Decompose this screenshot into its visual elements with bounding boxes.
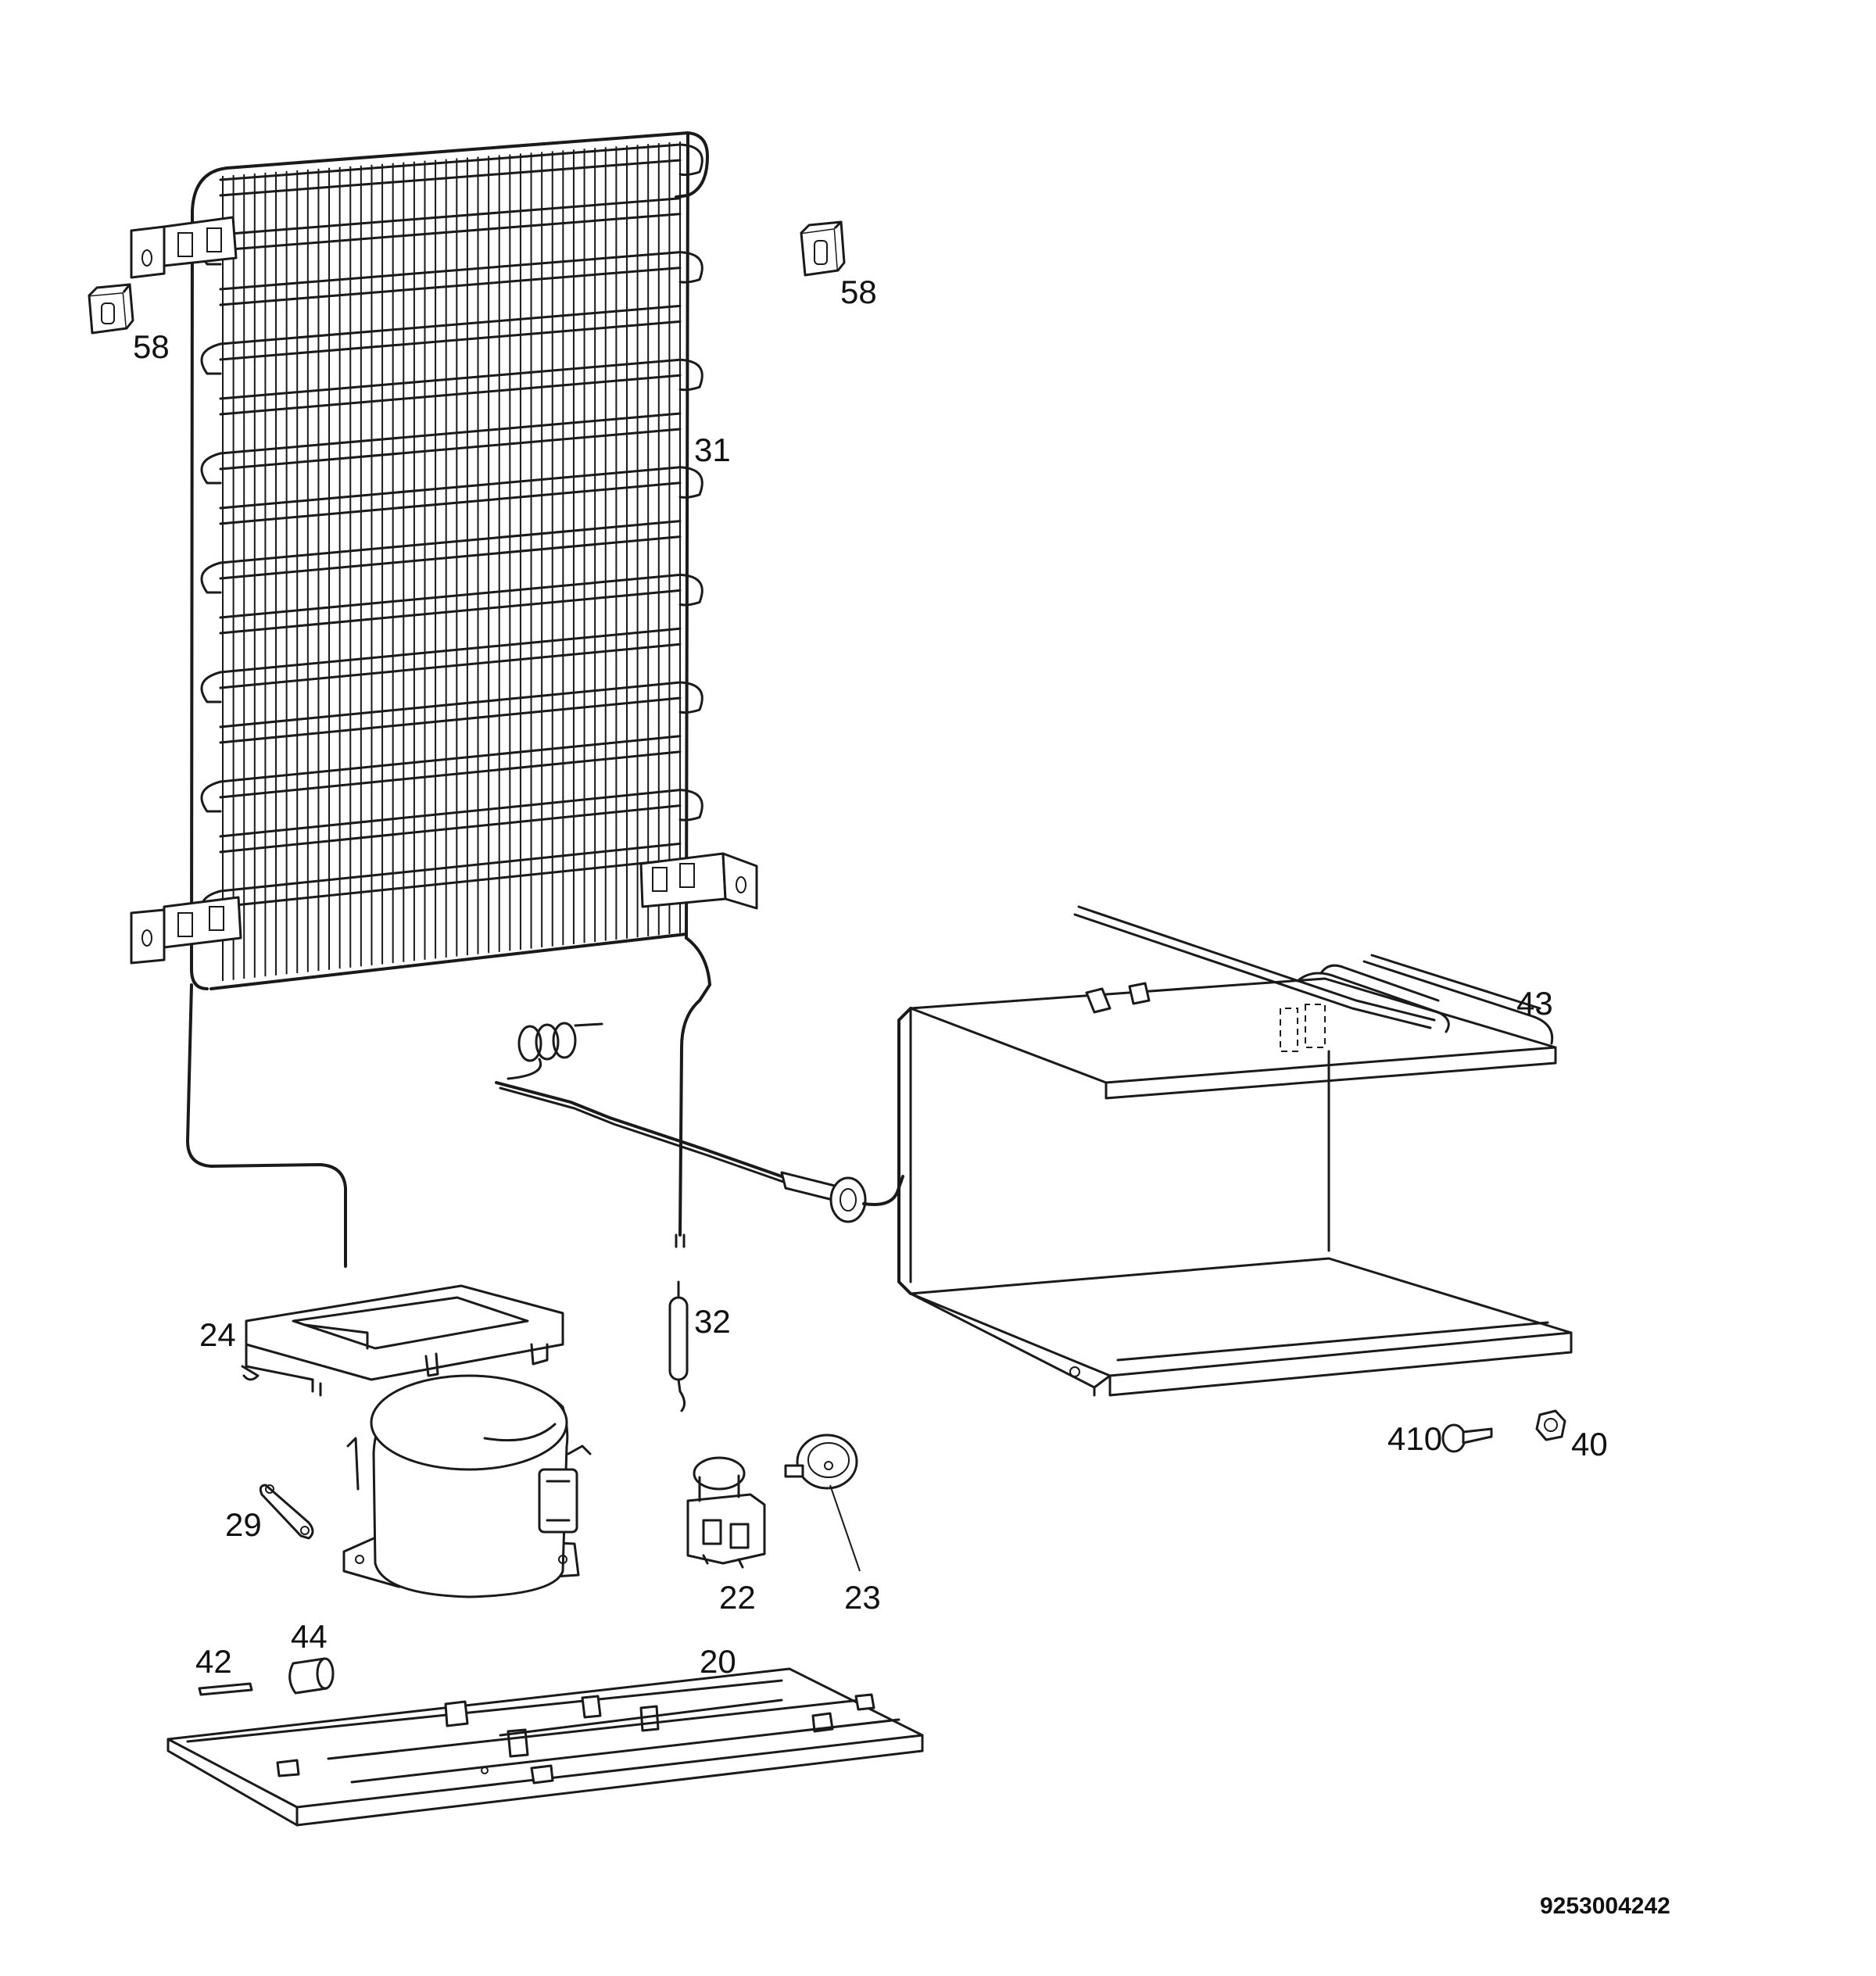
mounting-bracket-bottom-right <box>639 852 758 910</box>
connector-pipe <box>259 1484 314 1540</box>
coil-tube <box>219 428 682 471</box>
compressor-cradle <box>241 1284 564 1397</box>
coil-tube <box>200 735 682 813</box>
coil-tube <box>219 481 682 525</box>
coil-tube <box>219 573 704 619</box>
coil-tube <box>219 143 704 181</box>
grommet-44 <box>288 1657 335 1695</box>
document-code: 9253004242 <box>1540 1893 1670 1919</box>
cabinet-frame <box>897 905 1573 1397</box>
part-label-410: 410 <box>1387 1420 1442 1457</box>
part-label-42: 42 <box>195 1643 232 1680</box>
discharge-pipe <box>186 983 347 1268</box>
part-label-20: 20 <box>700 1643 736 1680</box>
clip-58-right <box>800 220 846 277</box>
nut-40 <box>1535 1409 1566 1441</box>
part-label-44: 44 <box>291 1618 328 1655</box>
clip-58-left <box>88 283 134 335</box>
coil-tube <box>200 842 682 922</box>
filter-drier <box>668 1280 689 1412</box>
pin-42 <box>198 1682 253 1696</box>
coil-tube <box>219 374 682 416</box>
part-label-22: 22 <box>719 1579 756 1616</box>
coil-tube <box>219 159 682 197</box>
compressor <box>342 1374 592 1598</box>
coil-tube <box>200 197 682 266</box>
coil-tube <box>200 627 682 703</box>
coil-tube <box>219 358 704 400</box>
part-label-24: 24 <box>199 1316 236 1353</box>
part-label-58-left: 58 <box>133 328 170 365</box>
coil-tube <box>219 466 704 510</box>
condenser-coil <box>190 131 709 990</box>
mounting-bracket-top-left <box>130 216 238 279</box>
part-label-58-right: 58 <box>840 274 877 310</box>
part-label-29: 29 <box>225 1506 262 1543</box>
condenser-outlet-pipe <box>675 936 711 1248</box>
coil-tube <box>219 213 682 252</box>
part-label-32: 32 <box>694 1303 731 1340</box>
part-label-31: 31 <box>694 431 731 468</box>
base-plate <box>166 1667 924 1827</box>
part-label-43: 43 <box>1516 985 1553 1022</box>
coil-tube <box>219 267 682 306</box>
coil-tube <box>219 320 682 361</box>
coil-tube <box>200 304 682 375</box>
coil-tube <box>219 251 704 291</box>
part-label-23: 23 <box>844 1579 881 1616</box>
screw-410 <box>1441 1423 1493 1453</box>
start-relay <box>686 1456 766 1569</box>
capillary-suction-line <box>495 1022 904 1223</box>
part-label-40: 40 <box>1571 1426 1608 1462</box>
coil-tube <box>219 789 704 838</box>
overload-protector <box>784 1434 861 1572</box>
mounting-bracket-bottom-left <box>130 896 242 965</box>
